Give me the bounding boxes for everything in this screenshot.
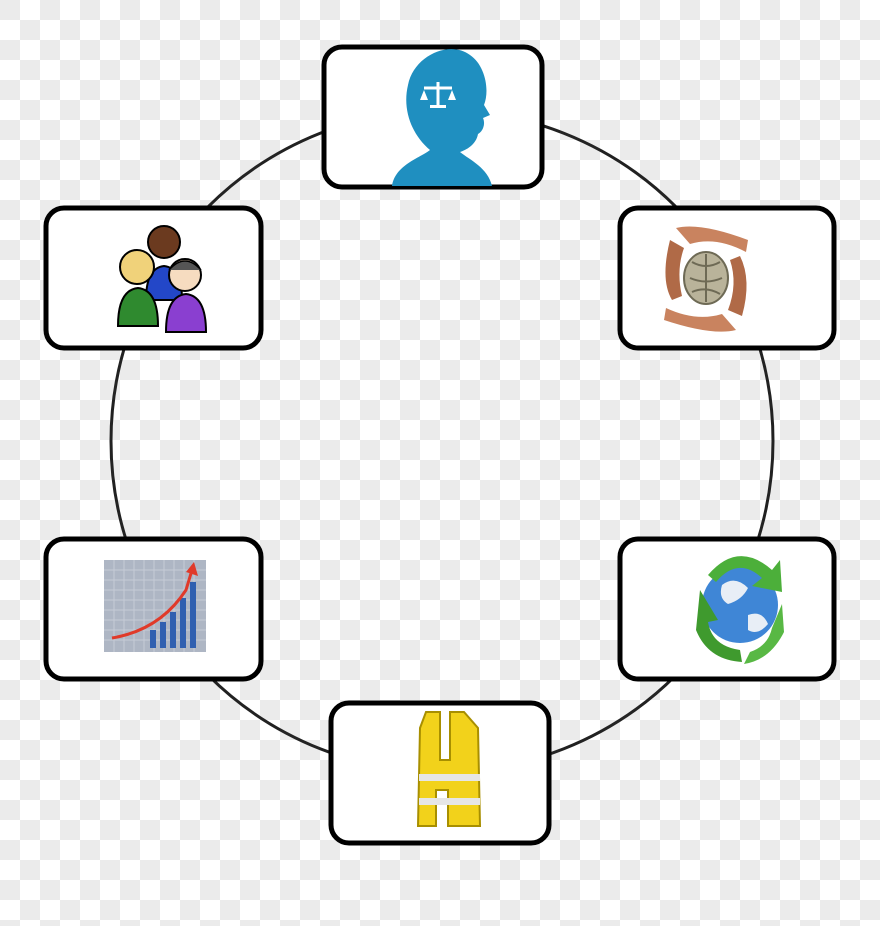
safety-vest-icon (416, 711, 482, 827)
group-of-people-icon (116, 225, 208, 333)
recycling-globe-icon (696, 556, 784, 664)
node-top (321, 44, 545, 190)
node-lower-left (43, 536, 264, 682)
node-upper-left (43, 205, 264, 351)
node-upper-right (617, 205, 837, 351)
head-with-justice-scales-icon (392, 49, 492, 186)
hands-around-brain-icon (664, 226, 748, 332)
node-bottom (328, 700, 552, 846)
growth-chart-icon (104, 560, 206, 652)
node-lower-right (617, 536, 837, 682)
